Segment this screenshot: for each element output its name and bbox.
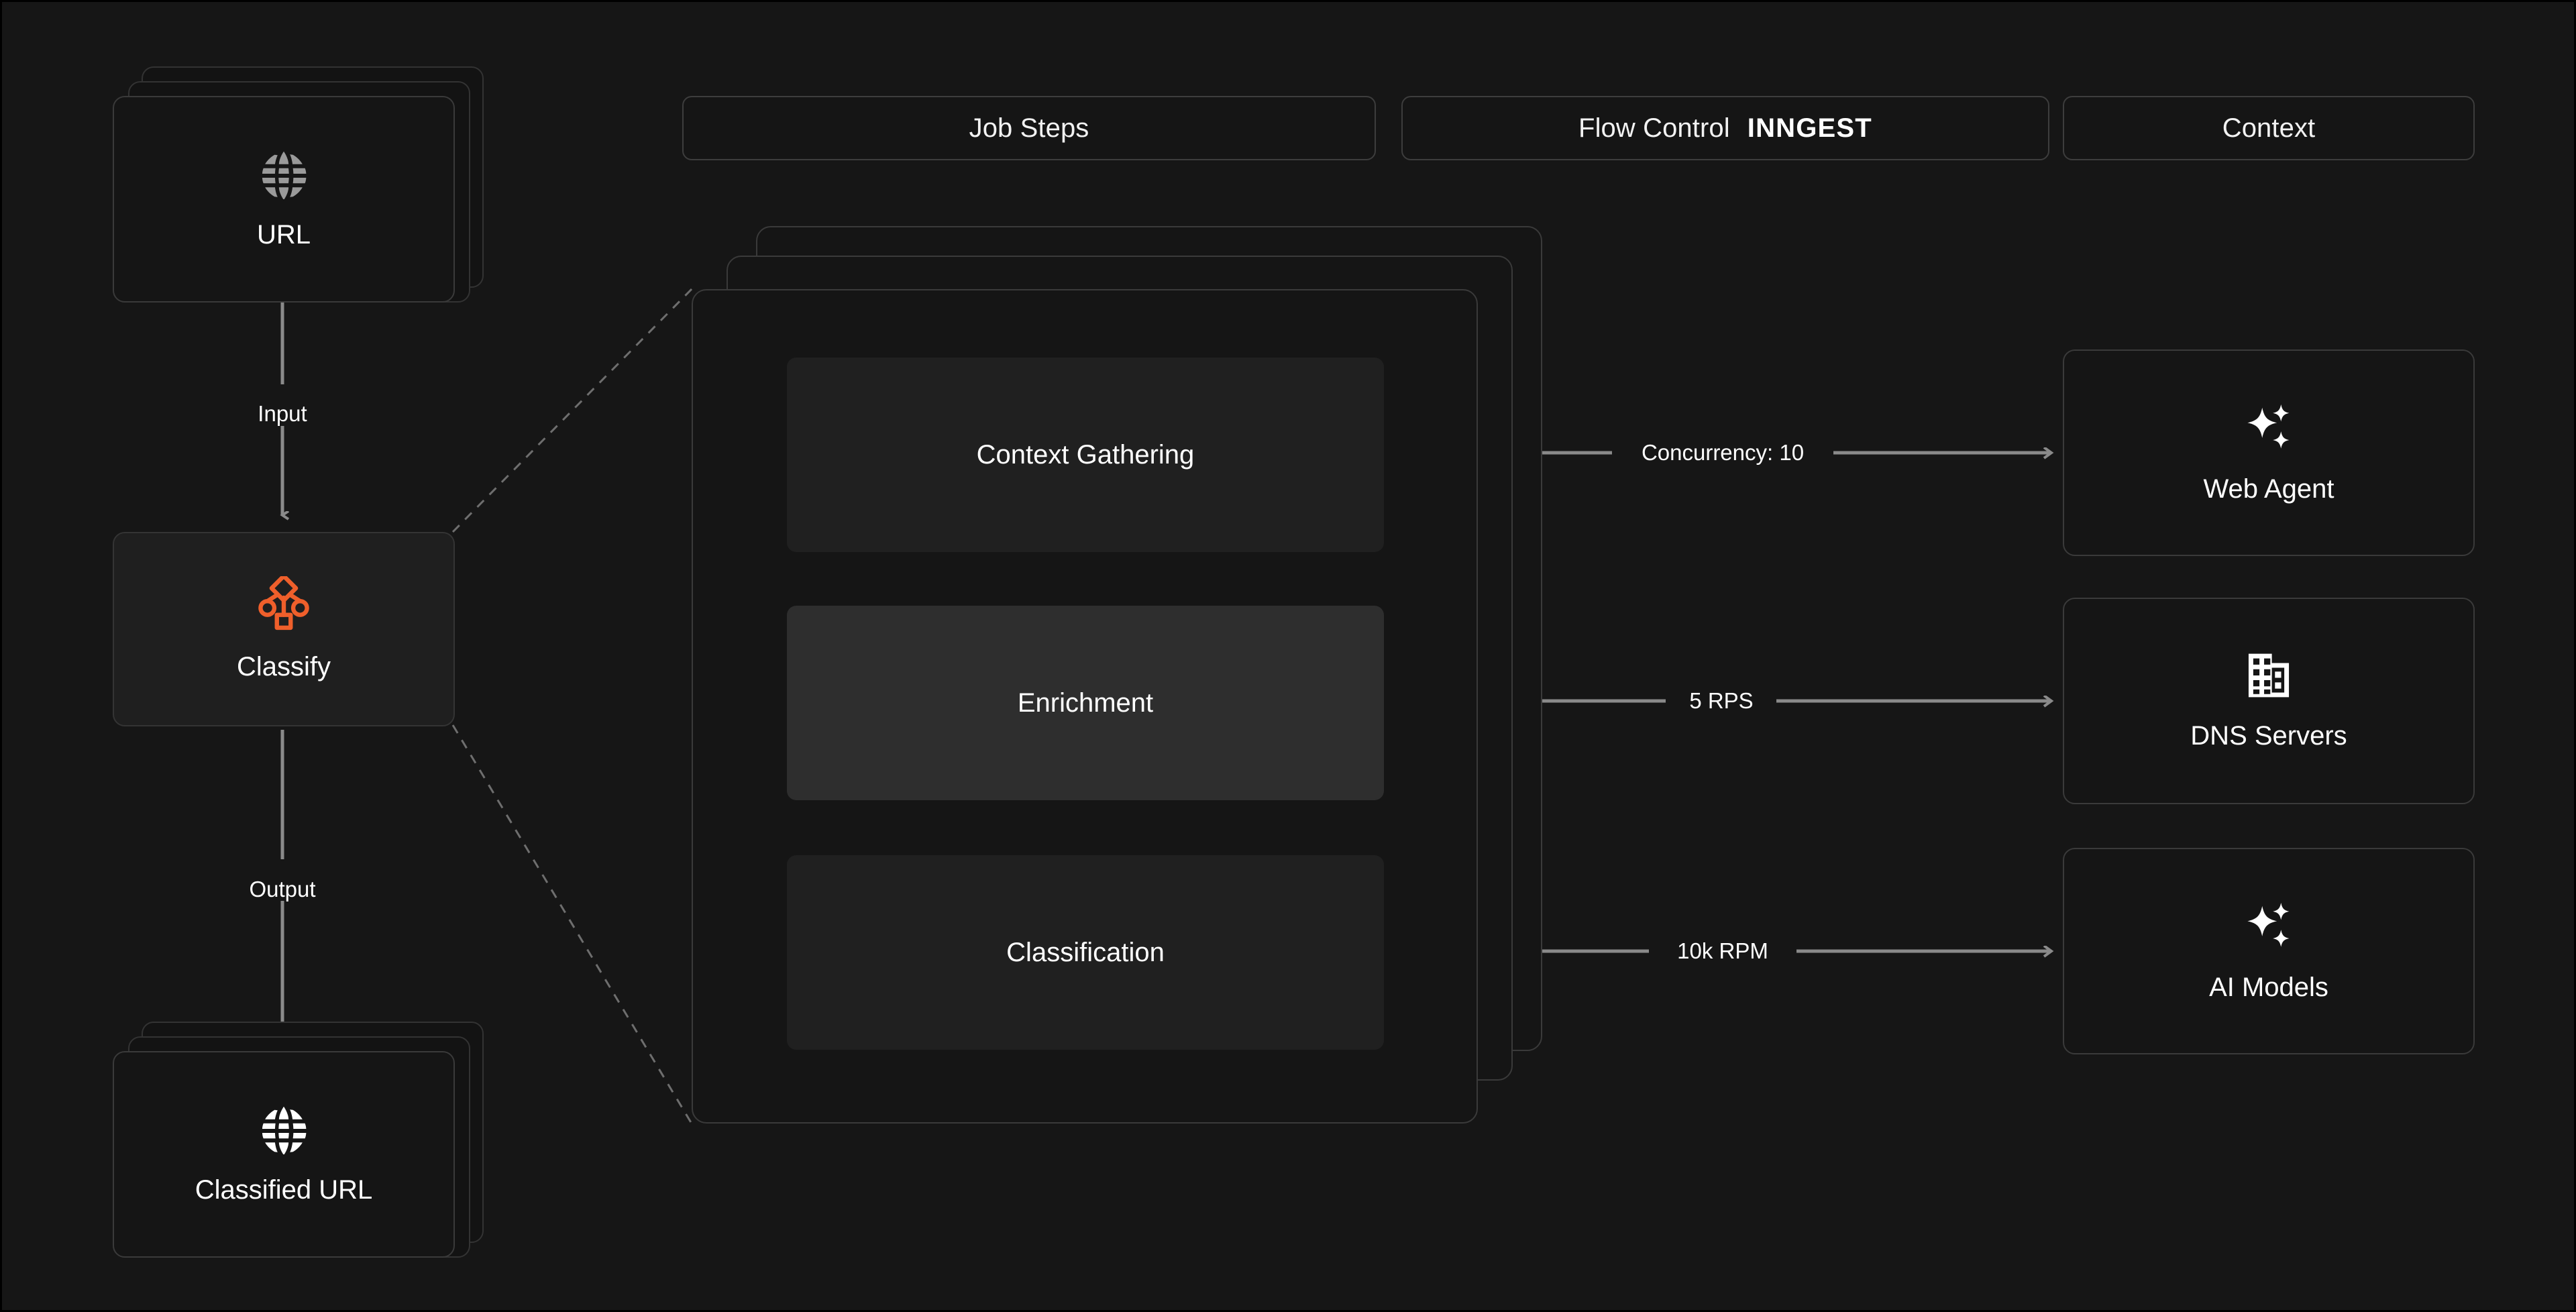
globe-icon bbox=[258, 1103, 309, 1158]
leader-line-bottom bbox=[451, 724, 693, 1124]
step-label: Context Gathering bbox=[976, 439, 1195, 470]
edge-label-output: Output bbox=[249, 877, 316, 901]
node-ai-models-label: AI Models bbox=[2209, 973, 2328, 1002]
node-dns-servers[interactable]: DNS Servers bbox=[2063, 598, 2475, 804]
header-flow-control[interactable]: Flow Control INNGEST bbox=[1401, 96, 2049, 160]
inngest-logo: INNGEST bbox=[1747, 113, 1872, 143]
edge-label-input: Input bbox=[258, 401, 307, 426]
sparkles-icon bbox=[2243, 401, 2295, 457]
node-url-label: URL bbox=[256, 220, 311, 250]
header-context-label: Context bbox=[2222, 113, 2316, 143]
node-classify[interactable]: Classify bbox=[113, 532, 455, 726]
header-context[interactable]: Context bbox=[2063, 96, 2475, 160]
node-classified-url[interactable]: Classified URL bbox=[113, 1051, 455, 1258]
node-dns-servers-label: DNS Servers bbox=[2190, 721, 2347, 751]
step-card-enrichment[interactable]: Enrichment bbox=[787, 606, 1384, 800]
sparkles-icon bbox=[2243, 899, 2295, 955]
node-classified-url-label: Classified URL bbox=[195, 1175, 373, 1205]
leader-line-top bbox=[451, 288, 693, 533]
header-job-steps-label: Job Steps bbox=[969, 113, 1089, 143]
job-panel-front[interactable]: Context Gathering Enrichment Classificat… bbox=[692, 289, 1478, 1124]
node-web-agent-label: Web Agent bbox=[2203, 474, 2334, 504]
node-classify-label: Classify bbox=[236, 652, 331, 681]
flow-control-label-rpm: 10k RPM bbox=[1677, 938, 1768, 963]
workflow-icon bbox=[256, 573, 311, 635]
step-label: Classification bbox=[1006, 937, 1165, 967]
node-web-agent[interactable]: Web Agent bbox=[2063, 349, 2475, 556]
step-card-context-gathering[interactable]: Context Gathering bbox=[787, 358, 1384, 552]
globe-icon bbox=[258, 148, 309, 203]
flow-control-label-concurrency: Concurrency: 10 bbox=[1641, 440, 1805, 465]
step-label: Enrichment bbox=[1017, 688, 1154, 718]
node-url[interactable]: URL bbox=[113, 96, 455, 303]
header-job-steps[interactable]: Job Steps bbox=[682, 96, 1376, 160]
node-ai-models[interactable]: AI Models bbox=[2063, 848, 2475, 1054]
building-icon bbox=[2244, 651, 2294, 704]
step-card-classification[interactable]: Classification bbox=[787, 855, 1384, 1050]
header-flow-control-label: Flow Control bbox=[1578, 113, 1730, 143]
flow-control-label-rps: 5 RPS bbox=[1689, 688, 1754, 713]
